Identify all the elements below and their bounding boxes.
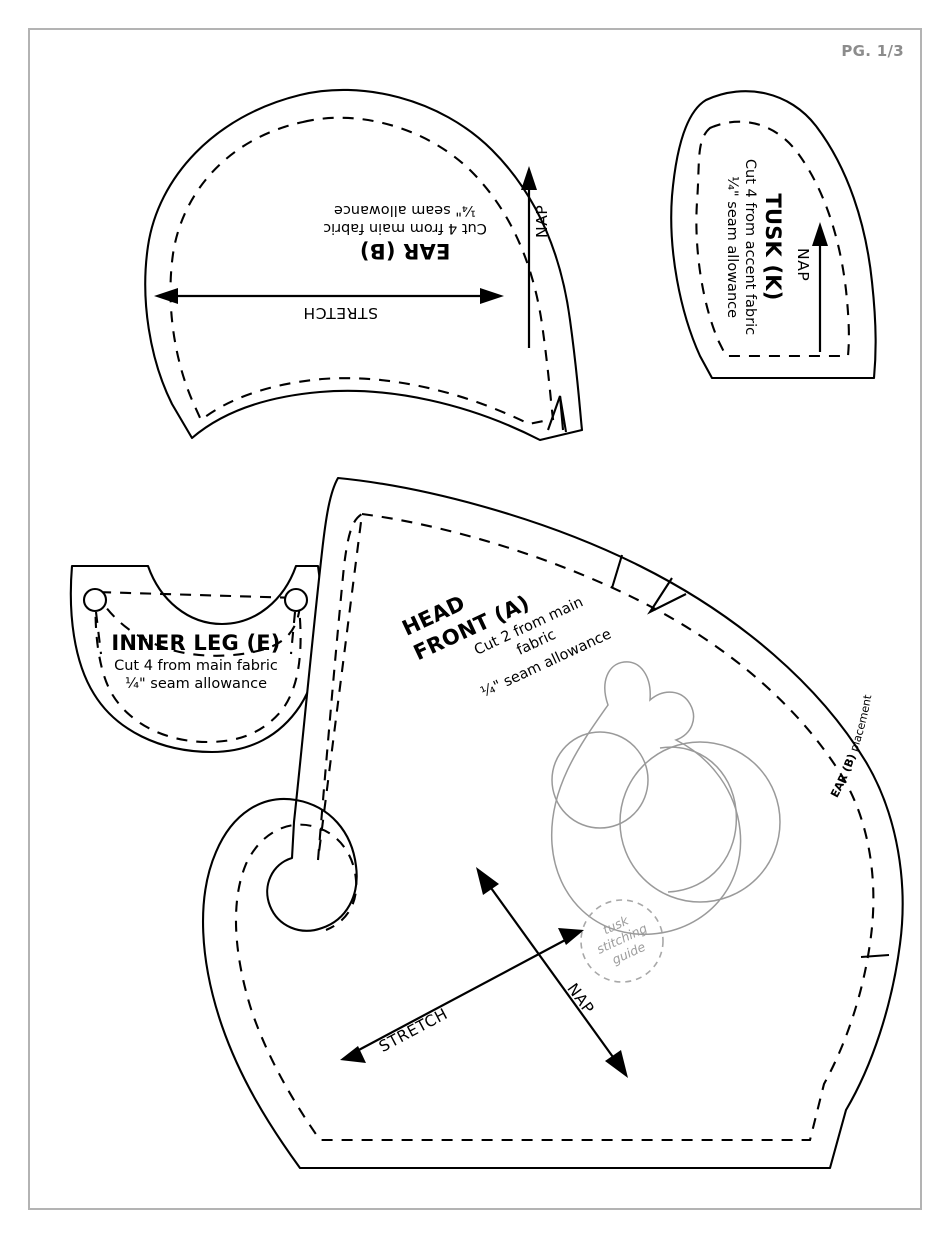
ear-b-cutline (144, 88, 584, 442)
inner-leg-e-drill-tail-right (289, 611, 297, 655)
ear-b-stretch-arrow (154, 288, 504, 304)
head-front-a-notch-vee (647, 577, 687, 615)
inner-leg-e-drill-hole-right (283, 587, 309, 613)
ear-b-notch-stem (558, 395, 565, 431)
ear-b-label-block: EAR (B) Cut 4 from main fabric ¼" seam a… (265, 200, 545, 264)
tusk-k-label-block: TUSK (K) Cut 4 from accent fabric ¼" sea… (722, 142, 786, 352)
head-front-a-notch-tick (610, 554, 624, 589)
tusk-k-seam-allowance: ¼" seam allowance (723, 175, 740, 319)
ear-b-placement-bold: EAR (B) (828, 752, 858, 800)
ear-b-placement-label: EAR (B) placement (828, 693, 874, 800)
ear-b-placement-rest: placement (846, 693, 874, 757)
ear-b-seam-allowance: ¼" seam allowance (333, 201, 477, 218)
head-front-a-notch-right-arc (860, 953, 890, 959)
tusk-k-seamline (695, 120, 850, 358)
inner-leg-e-drill-tail-left (94, 611, 103, 655)
inner-leg-e-seamline (94, 590, 302, 744)
tusk-k-nap-label: NAP (794, 248, 812, 282)
ear-b-stretch-label: STRETCH (302, 304, 378, 322)
head-front-a-nap-arrow (476, 867, 628, 1078)
page-number-label: PG. 1/3 (841, 42, 904, 60)
piece-inner-leg-e (69, 564, 323, 754)
inner-leg-e-cut-instruction: Cut 4 from main fabric (114, 657, 278, 674)
tusk-k-cut-instruction: Cut 4 from accent fabric (742, 158, 759, 336)
ear-b-nap-label: NAP (533, 204, 551, 238)
head-front-a-decorative-motif (550, 661, 781, 935)
tusk-k-nap-arrow (812, 222, 828, 352)
tusk-k-cutline (670, 90, 877, 380)
ear-b-nap-arrow (521, 166, 537, 348)
inner-leg-e-seam-allowance: ¼" seam allowance (124, 676, 268, 693)
tusk-stitching-guide-circle (580, 899, 664, 983)
head-front-a-stretch-arrow (340, 928, 584, 1063)
inner-leg-e-label-block: INNER LEG (E) Cut 4 from main fabric ¼" … (74, 630, 318, 694)
ear-b-seamline (169, 116, 555, 426)
inner-leg-e-title: INNER LEG (E) (111, 631, 281, 655)
tusk-k-title: TUSK (K) (761, 193, 785, 301)
piece-tusk-k (670, 90, 877, 380)
inner-leg-e-cutline (69, 564, 323, 754)
piece-head-front-a (201, 476, 904, 1170)
ear-b-cut-instruction: Cut 4 from main fabric (323, 220, 487, 237)
inner-leg-e-drill-hole-left (82, 587, 108, 613)
piece-ear-b (144, 88, 584, 442)
ear-b-title: EAR (B) (359, 238, 451, 263)
